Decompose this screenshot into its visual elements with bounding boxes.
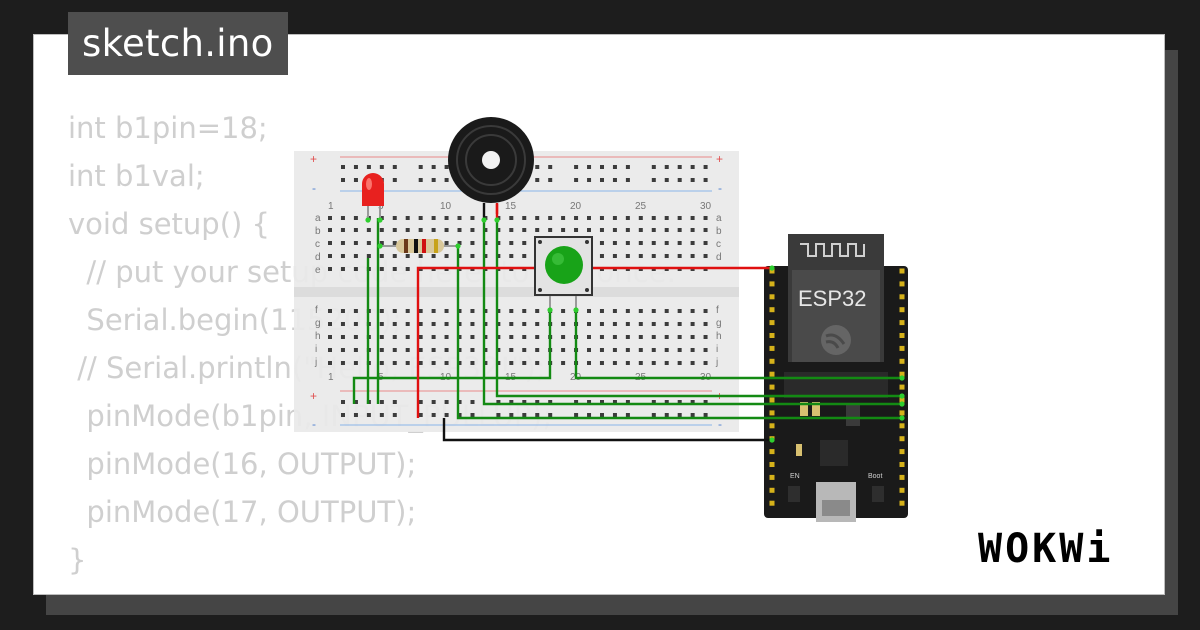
column-number: 15 (505, 201, 517, 212)
column-number: 20 (570, 201, 582, 212)
rail-plus-label: + (310, 152, 317, 166)
row-letter: f (716, 305, 719, 316)
column-number: 1 (328, 372, 334, 383)
row-letter: g (716, 318, 722, 329)
antenna-icon (800, 243, 865, 257)
rail-minus-label: - (718, 181, 722, 195)
code-line: void setup() { (68, 207, 270, 241)
row-letter: e (315, 265, 321, 276)
code-line: pinMode(17, OUTPUT); (68, 495, 417, 529)
row-letter: a (716, 213, 722, 224)
rail-plus-label: + (716, 152, 723, 166)
row-letter: h (315, 331, 321, 342)
code-line: int b1pin=18; (68, 111, 268, 145)
column-number: 25 (635, 201, 647, 212)
row-letter: d (716, 252, 722, 263)
row-letter: b (716, 226, 722, 237)
row-letter: d (315, 252, 321, 263)
en-button[interactable] (788, 486, 800, 502)
rail-minus-label: - (312, 417, 316, 431)
row-letter: j (314, 357, 317, 368)
code-line: } (68, 543, 87, 577)
file-tab[interactable]: sketch.ino (68, 12, 288, 75)
row-letter: a (315, 213, 321, 224)
resistor[interactable] (377, 239, 461, 253)
esp32-label: ESP32 (798, 286, 867, 311)
column-number: 1 (328, 201, 334, 212)
row-letter: c (315, 239, 320, 250)
row-letter: i (315, 344, 317, 355)
row-letter: i (716, 344, 718, 355)
wokwi-logo: WOKWi (978, 526, 1114, 572)
column-number: 10 (440, 201, 452, 212)
row-letter: j (715, 357, 718, 368)
espressif-logo-icon (821, 325, 851, 355)
row-letter: f (315, 305, 318, 316)
esp32-board[interactable]: ESP32 EN Boot (764, 234, 908, 522)
buzzer[interactable] (448, 117, 534, 223)
wires (352, 204, 905, 443)
boot-button[interactable] (872, 486, 884, 502)
row-letter: h (716, 331, 722, 342)
code-line: int b1val; (68, 159, 205, 193)
pushbutton[interactable] (534, 236, 593, 313)
rail-plus-label: + (310, 389, 317, 403)
boot-label: Boot (868, 473, 882, 480)
row-letter: b (315, 226, 321, 237)
column-number: 30 (700, 201, 712, 212)
row-letter: g (315, 318, 321, 329)
code-line: pinMode(16, OUTPUT); (68, 447, 417, 481)
led[interactable] (362, 173, 384, 223)
rail-minus-label: - (312, 181, 316, 195)
row-letter: c (716, 239, 721, 250)
chip (820, 440, 848, 466)
en-label: EN (790, 473, 800, 480)
rail-minus-label: - (718, 417, 722, 431)
